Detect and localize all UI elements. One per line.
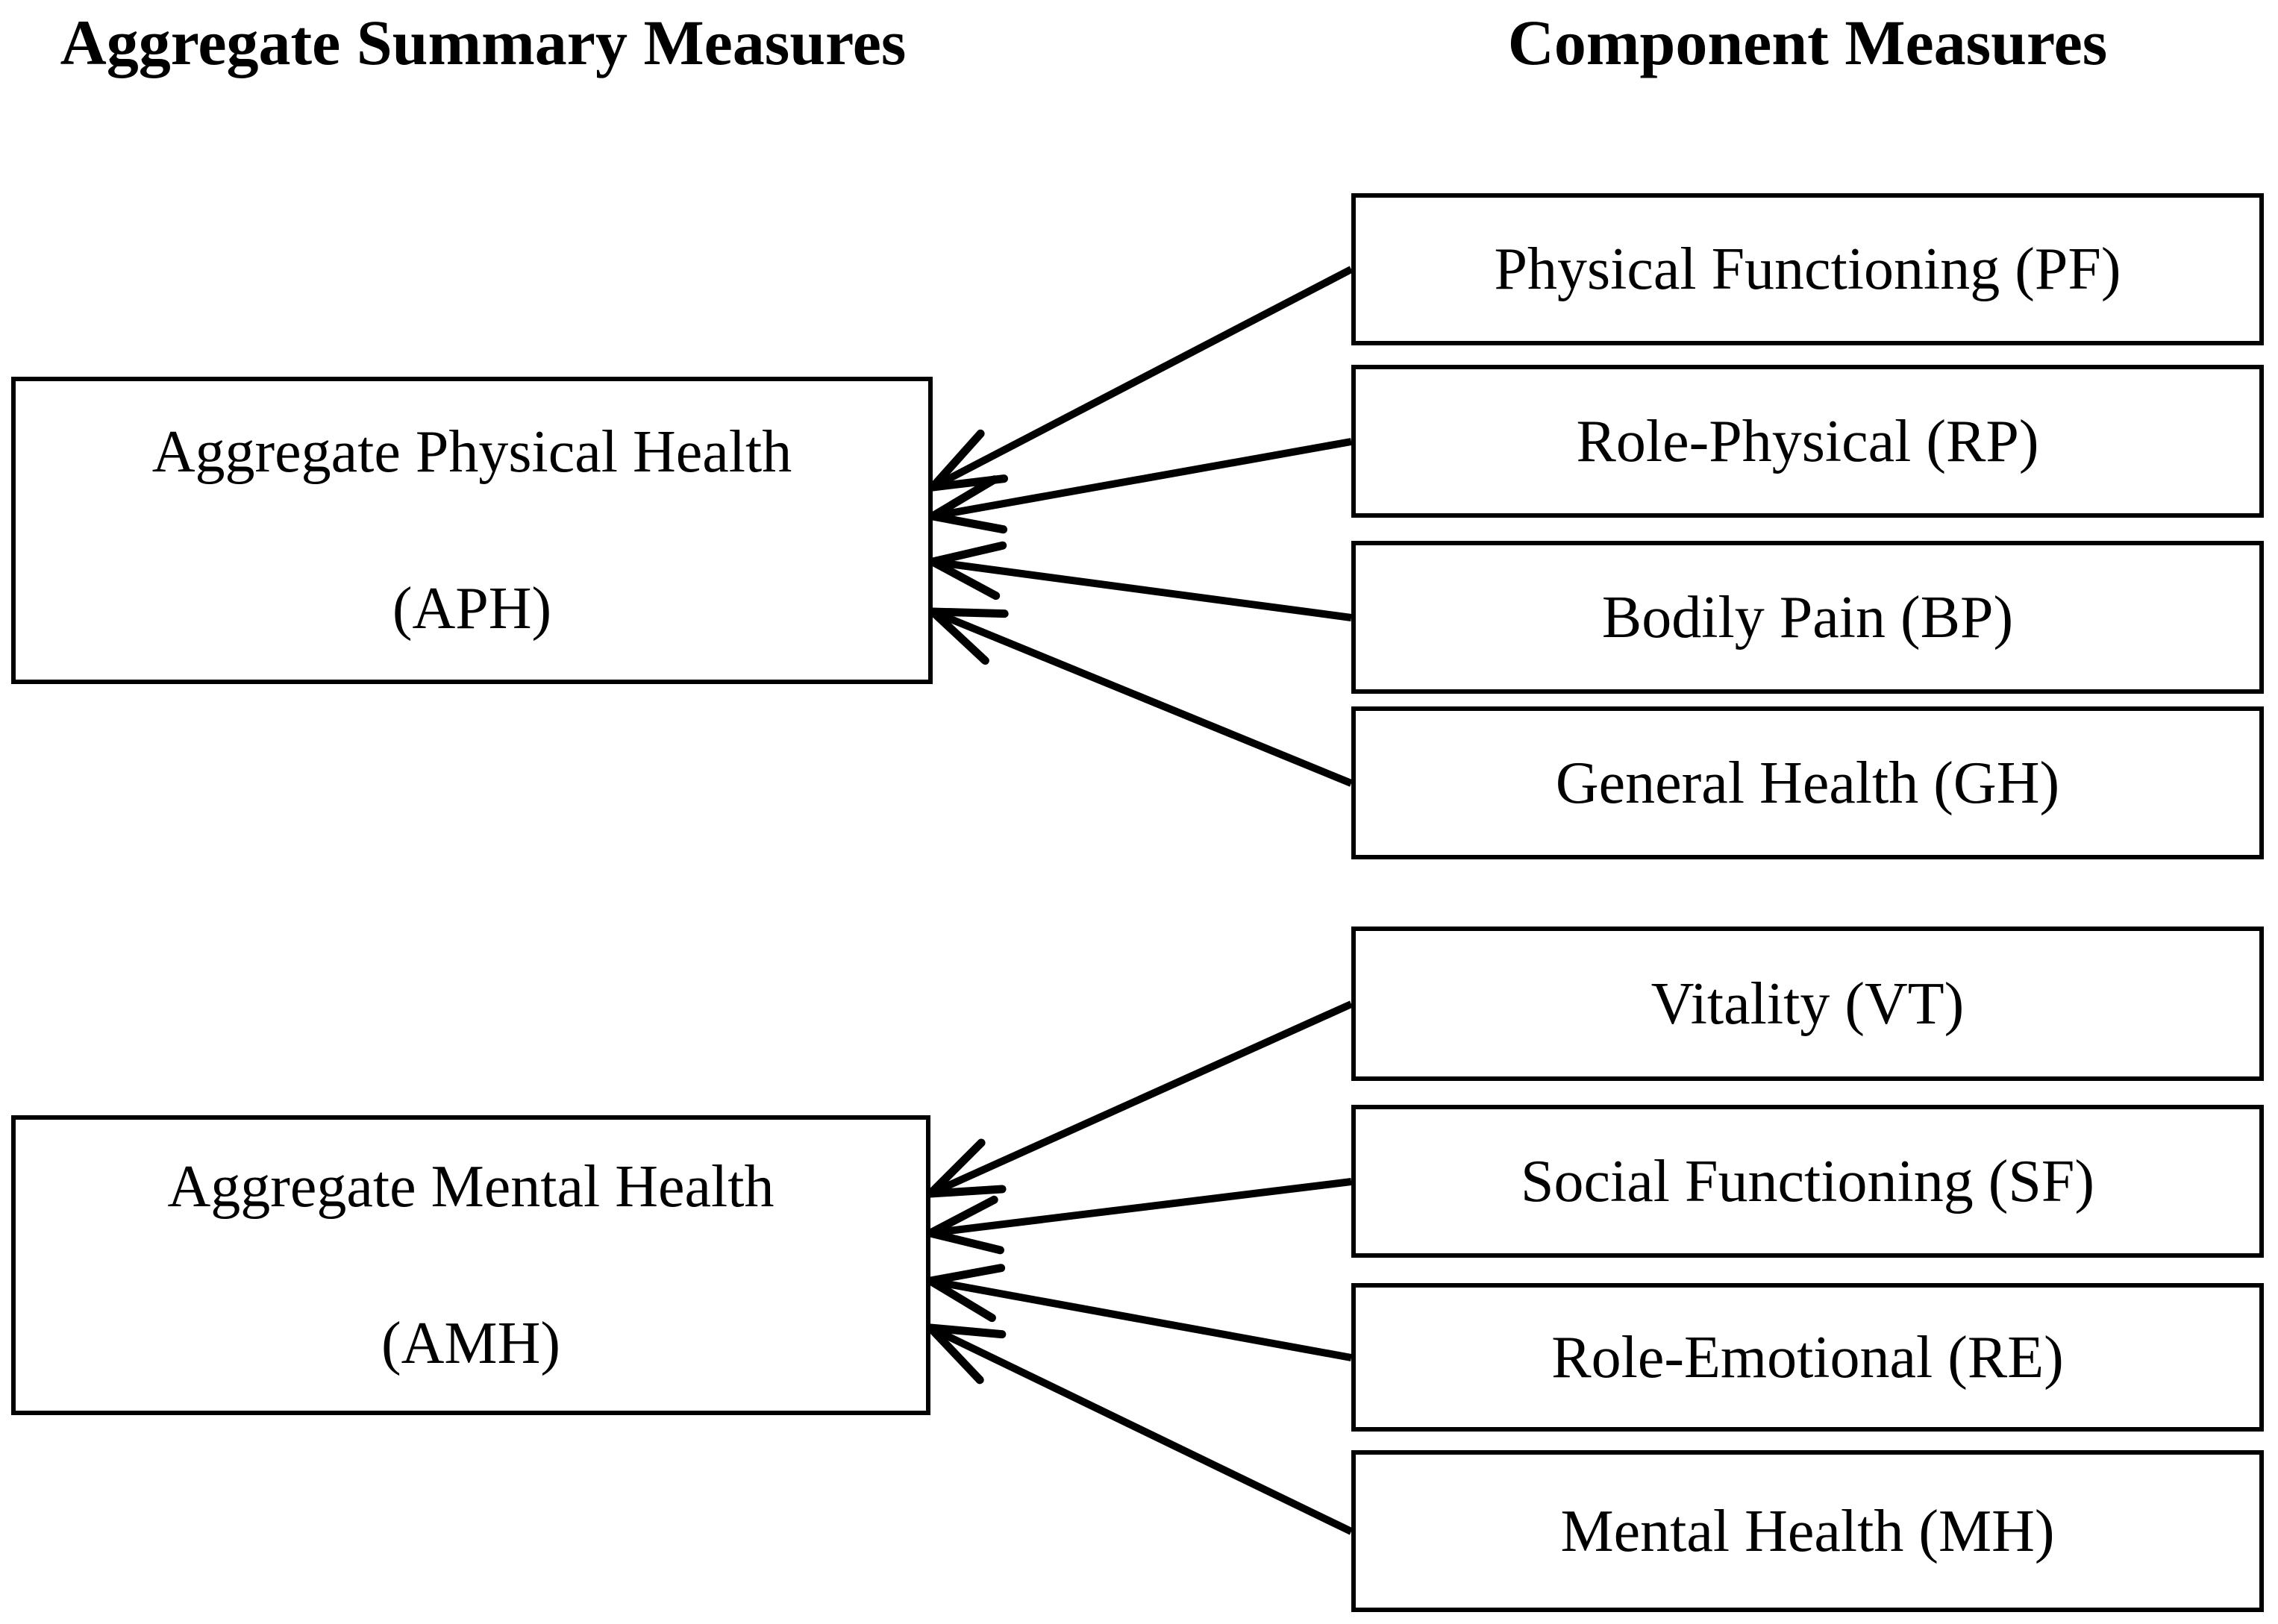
component-box-mh: Mental Health (MH): [1351, 1450, 2264, 1612]
component-box-bp: Bodily Pain (BP): [1351, 541, 2264, 694]
column-header-aggregate-summary-measures: Aggregate Summary Measures: [60, 7, 907, 78]
component-box-re: Role-Emotional (RE): [1351, 1283, 2264, 1432]
component-box-gh: General Health (GH): [1351, 706, 2264, 859]
aggregate-box-amh-title: Aggregate Mental Health: [167, 1154, 775, 1220]
arrow-gh-to-aph: [933, 612, 1353, 787]
component-box-rp: Role-Physical (RP): [1351, 365, 2264, 518]
component-box-pf-label: Physical Functioning (PF): [1494, 236, 2121, 302]
arrow-sf-to-amh: [930, 1178, 1352, 1233]
component-box-gh-label: General Health (GH): [1555, 750, 2060, 816]
arrow-rp-to-aph: [933, 438, 1352, 516]
arrow-re-to-amh: [930, 1281, 1352, 1361]
arrow-bp-to-aph: [933, 562, 1352, 621]
component-box-sf: Social Functioning (SF): [1351, 1105, 2264, 1258]
component-box-mh-label: Mental Health (MH): [1560, 1498, 2055, 1564]
component-box-sf-label: Social Functioning (SF): [1521, 1148, 2094, 1214]
component-box-re-label: Role-Emotional (RE): [1551, 1324, 2064, 1391]
column-header-component-measures: Component Measures: [1507, 7, 2108, 78]
component-box-bp-label: Bodily Pain (BP): [1601, 584, 2014, 650]
aggregate-box-amh-abbr: (AMH): [381, 1311, 560, 1376]
arrow-vt-to-amh: [930, 1000, 1354, 1194]
aggregate-box-aph: Aggregate Physical Health (APH): [11, 377, 933, 684]
aggregate-box-aph-abbr: (APH): [392, 576, 552, 642]
component-box-vt: Vitality (VT): [1351, 927, 2264, 1081]
arrow-pf-to-aph: [933, 266, 1354, 487]
component-box-vt-label: Vitality (VT): [1650, 971, 1965, 1037]
component-box-pf: Physical Functioning (PF): [1351, 193, 2264, 345]
component-box-rp-label: Role-Physical (RP): [1576, 408, 2039, 474]
arrow-mh-to-amh: [930, 1328, 1354, 1535]
aggregate-box-aph-title: Aggregate Physical Health: [151, 419, 792, 485]
aggregate-box-amh: Aggregate Mental Health (AMH): [11, 1115, 930, 1415]
